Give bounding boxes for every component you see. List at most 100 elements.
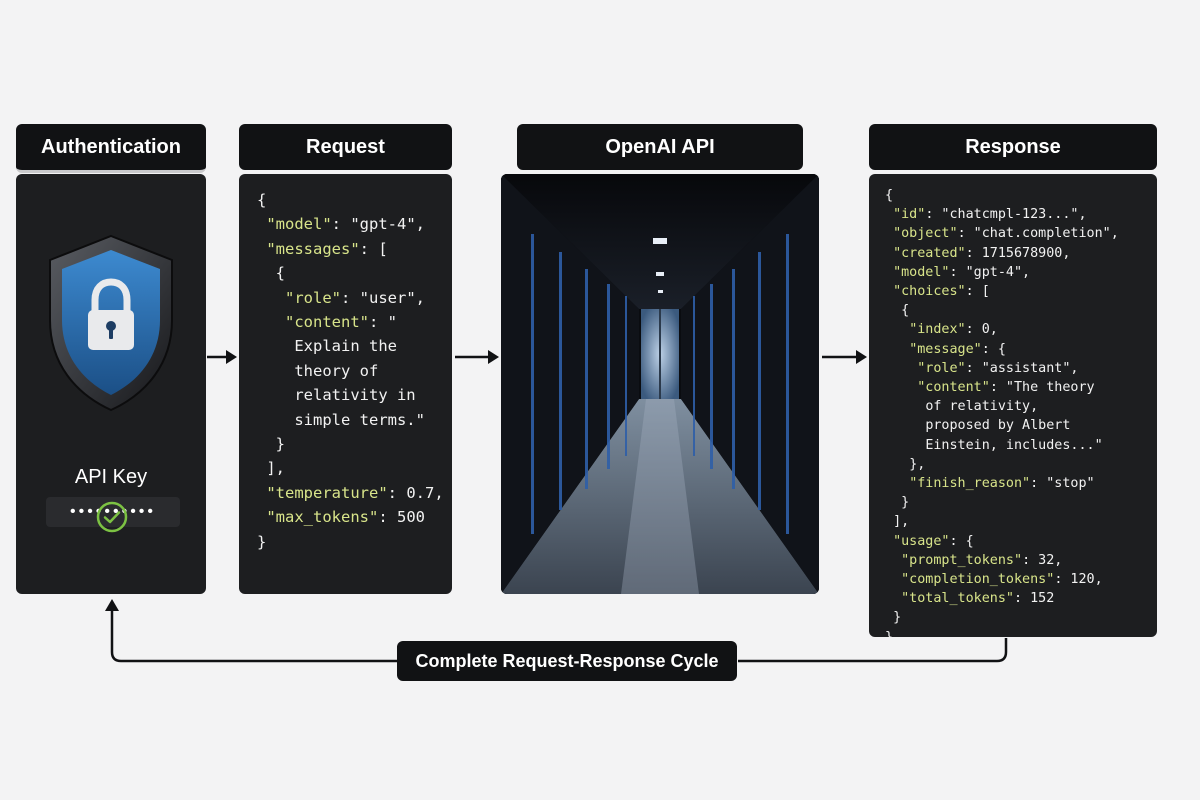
response-json-value: : "assistant", [965,360,1079,376]
request-json-value: ], [266,459,286,478]
response-json-value: : { [981,341,1006,357]
request-json: { "model": "gpt-4", "messages": [ { "rol… [257,188,444,554]
response-panel: { "id": "chatcmpl-123...", "object": "ch… [869,174,1157,637]
response-json-value: }, [909,456,926,472]
response-json-line: ], [885,512,1119,531]
response-json-key: "model" [893,264,950,280]
response-json-value: } [893,610,902,626]
arrowhead-cycle-to-auth [105,599,119,611]
request-json-key: "messages" [266,239,360,258]
response-json-line: }, [885,455,1119,474]
request-json-value: } [275,435,286,454]
response-json-line: Einstein, includes..." [885,436,1119,455]
request-json-line: { [257,261,444,285]
response-json-line: "created": 1715678900, [885,244,1119,263]
response-json-key: "index" [909,322,966,338]
arrowhead-api-to-response [856,350,867,364]
server-corridor-image [501,174,819,594]
response-json-key: "finish_reason" [909,476,1031,492]
request-json-key: "model" [266,215,332,234]
request-json-line: } [257,530,444,554]
response-json-value: : 0, [965,322,998,338]
request-json-value: Explain the [294,337,397,356]
arrowhead-request-to-api [488,350,499,364]
request-json-key: "role" [285,288,341,307]
response-json-line: "role": "assistant", [885,359,1119,378]
response-json-line: "index": 0, [885,320,1119,339]
authentication-panel: API Key •••••••••• [16,174,206,594]
request-json-line: ], [257,456,444,480]
authentication-title: Authentication [16,124,206,173]
request-json-line: { [257,188,444,212]
response-json-key: "completion_tokens" [901,572,1055,588]
response-json-line: "finish_reason": "stop" [885,474,1119,493]
request-json-value: { [257,191,267,209]
response-json-key: "prompt_tokens" [901,552,1023,568]
response-title: Response [869,124,1157,170]
response-json-value: of relativity, [925,399,1039,415]
response-json-value: : { [949,533,974,549]
response-json-key: "message" [909,341,982,357]
response-json-line: "total_tokens": 152 [885,589,1119,608]
response-json-line: "content": "The theory [885,378,1119,397]
response-json-key: "choices" [893,284,966,300]
request-json-line: "role": "user", [257,286,444,310]
response-json-line: "id": "chatcmpl-123...", [885,205,1119,224]
response-json-value: : 32, [1022,552,1063,568]
request-json-value: : 500 [378,508,425,527]
request-json-line: "max_tokens": 500 [257,505,444,529]
response-json-value: { [901,303,910,319]
response-json-line: { [885,186,1119,205]
response-json-value: } [901,495,910,511]
api-key-field[interactable]: •••••••••• [46,497,180,527]
cycle-loop-line [110,610,1008,663]
request-json-value: : " [369,313,397,332]
response-json-value: : "stop" [1030,476,1095,492]
request-json-line: "temperature": 0.7, [257,481,443,505]
response-json-line: } [885,493,1119,512]
shield-lock-icon [49,234,173,412]
response-json-line: } [885,608,1119,627]
response-json-key: "total_tokens" [901,591,1014,607]
response-json-line: proposed by Albert [885,416,1119,435]
response-json-line: { [885,301,1119,320]
response-json-key: "id" [893,207,926,223]
response-json-line: "choices": [ [885,282,1119,301]
response-json-value: : [ [965,284,990,300]
response-json: { "id": "chatcmpl-123...", "object": "ch… [885,186,1119,637]
response-json-value: { [885,188,894,203]
response-json-line: "message": { [885,340,1119,359]
request-json-value: : "gpt-4", [331,215,425,234]
response-json-line: } [885,628,1119,637]
request-json-value: relativity in [294,386,416,405]
response-json-value: ], [893,514,910,530]
response-json-key: "object" [893,226,958,242]
request-json-line: } [257,432,444,456]
response-json-line: "usage": { [885,532,1119,551]
request-panel: { "model": "gpt-4", "messages": [ { "rol… [239,174,452,594]
response-json-key: "usage" [893,533,950,549]
request-json-line: "messages": [ [257,237,444,261]
request-json-key: "temperature" [266,483,388,502]
request-json-value: : "user", [341,288,425,307]
response-json-key: "created" [893,245,966,261]
response-json-key: "role" [917,360,966,376]
api-key-label: API Key [74,466,148,488]
request-json-value: simple terms." [294,410,425,429]
request-json-value: : [ [359,239,388,258]
api-panel [501,174,819,594]
request-json-key: "content" [285,313,369,332]
cycle-label: Complete Request-Response Cycle [397,641,737,681]
request-json-key: "max_tokens" [266,508,379,527]
response-json-value: : "chatcmpl-123...", [925,207,1087,223]
response-json-key: "content" [917,380,990,396]
response-json-value: Einstein, includes..." [925,437,1103,453]
response-json-line: "model": "gpt-4", [885,263,1119,282]
check-circle-icon [96,501,128,533]
response-json-value: : "The theory [989,380,1095,396]
request-title: Request [239,124,452,170]
response-json-value: : "chat.completion", [957,226,1119,242]
request-json-value: } [257,532,267,551]
arrowhead-auth-to-request [226,350,237,364]
